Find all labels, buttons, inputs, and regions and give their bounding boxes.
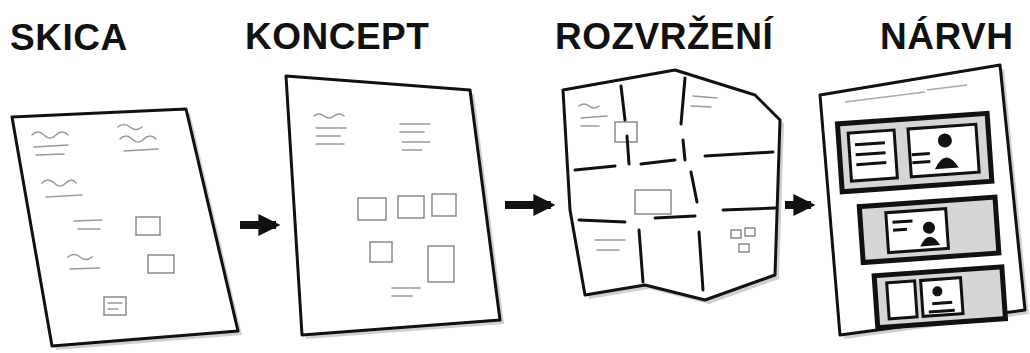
sheet-illustration: [280, 70, 505, 340]
sketch-box: [358, 198, 386, 220]
sketch-box: [370, 242, 392, 262]
sheet-illustration: [555, 60, 785, 305]
sketch-box: [635, 190, 671, 214]
paper-sheet: [820, 65, 1025, 335]
fold-line: [681, 78, 685, 160]
scribble: [108, 303, 122, 309]
flow-arrow: [505, 201, 551, 209]
panel-block: [921, 278, 963, 317]
sketch-box: [731, 230, 741, 238]
paper-sheet-step: NÁRVH: [815, 60, 1027, 340]
panel-block: [887, 281, 917, 319]
sheet-illustration: [8, 105, 240, 350]
sketch-box: [432, 194, 456, 216]
panel-lines: [928, 302, 954, 312]
step-heading: NÁRVH: [880, 18, 1013, 55]
paper-sheet: [286, 76, 500, 335]
design-panel: [859, 197, 999, 262]
sheet-illustration: [815, 60, 1027, 340]
sketch-box: [739, 244, 749, 252]
paper-sheet: [12, 109, 238, 346]
fold-line: [575, 152, 773, 170]
panel-lines: [912, 154, 931, 163]
scribble: [68, 255, 100, 270]
scribble: [392, 288, 420, 296]
fold-line: [579, 208, 775, 222]
scribble: [32, 132, 68, 138]
panel-block: [908, 124, 979, 177]
sketch-box: [148, 255, 174, 273]
paper-sheet: [563, 70, 780, 300]
paper-sheet-step: SKICA: [8, 105, 240, 350]
scribble: [74, 220, 102, 229]
fold-line: [639, 172, 703, 290]
panel-figure: [920, 236, 941, 246]
scribble: [118, 125, 158, 152]
panel-figure: [934, 157, 959, 170]
sketch-box: [104, 297, 126, 315]
scribble: [845, 85, 967, 102]
scribble: [400, 124, 430, 150]
step-heading: ROZVRŽENÍ: [555, 18, 773, 55]
scribble: [42, 180, 82, 197]
sketch-box: [745, 228, 755, 236]
paper-sheet-step: KONCEPT: [280, 70, 505, 340]
sketch-box: [136, 217, 160, 235]
panel-figure: [923, 221, 936, 234]
panel-block: [848, 130, 897, 181]
design-panel: [837, 113, 991, 191]
fold-line: [621, 86, 629, 164]
step-heading: SKICA: [10, 19, 128, 56]
panel-figure: [937, 133, 952, 148]
scribble: [595, 240, 625, 250]
panel-group: [837, 113, 1005, 329]
flow-arrow: [785, 201, 811, 209]
design-panel: [874, 267, 1005, 328]
flow-arrow: [240, 221, 276, 229]
scribble: [34, 145, 68, 155]
step-heading: KONCEPT: [245, 18, 429, 55]
panel-lines: [855, 143, 886, 165]
paper-sheet-step: ROZVRŽENÍ: [555, 60, 785, 305]
scribble: [314, 114, 346, 144]
sketch-box: [398, 196, 424, 218]
panel-figure: [932, 286, 943, 297]
panel-block: [886, 209, 949, 253]
panel-lines: [892, 221, 913, 230]
scribble: [691, 96, 717, 107]
sketch-box: [428, 246, 454, 282]
scribble: [579, 104, 607, 126]
